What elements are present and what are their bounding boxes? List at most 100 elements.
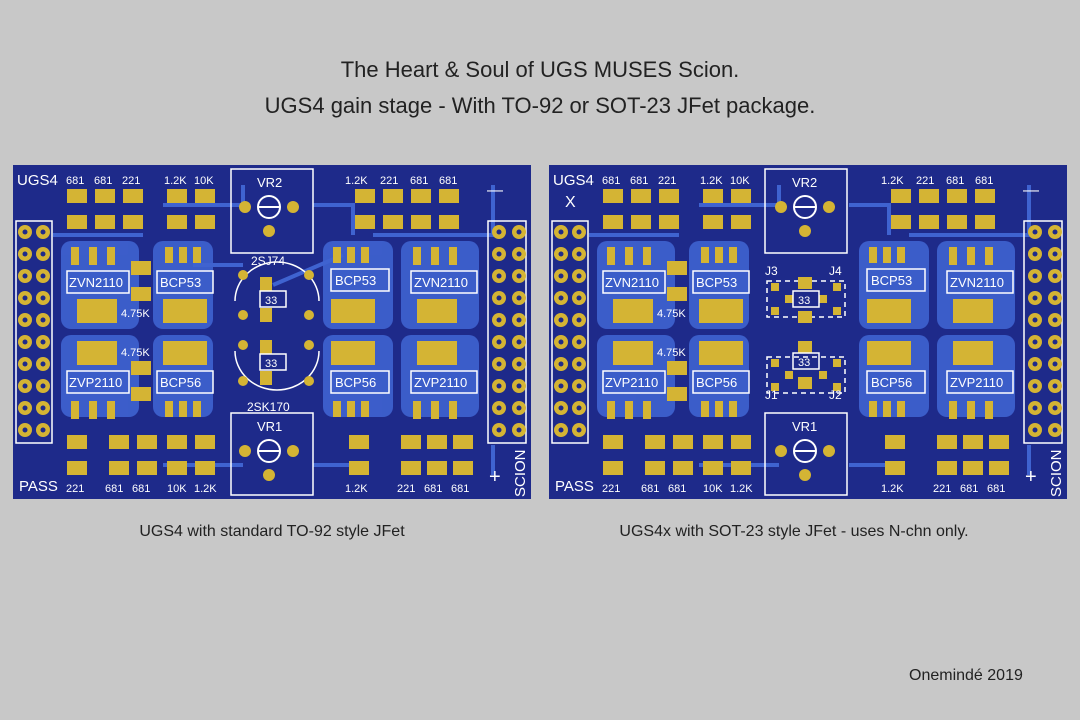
- resistor-label: 221: [66, 483, 84, 495]
- jfet-value: 33: [798, 357, 810, 369]
- resistor-label: 1.2K: [881, 175, 904, 187]
- header-pin-hole: [40, 317, 46, 323]
- header-pin-hole: [496, 405, 502, 411]
- resistor-label: 681: [66, 175, 84, 187]
- header-pin-hole: [516, 361, 522, 367]
- header-pin-hole: [496, 295, 502, 301]
- header-pin-hole: [22, 295, 28, 301]
- resistor-label: 10K: [730, 175, 750, 187]
- right-pin-header[interactable]: [487, 220, 527, 444]
- header-pin-hole: [40, 273, 46, 279]
- header-pin-hole: [558, 229, 564, 235]
- header-pin-hole: [496, 383, 502, 389]
- resistor-label: 1.2K: [164, 175, 187, 187]
- header-pin-hole: [558, 339, 564, 345]
- resistor-label: 681: [987, 483, 1005, 495]
- header-pin-hole: [576, 229, 582, 235]
- resistor-label: 681: [602, 175, 620, 187]
- pcb-board-ugs4x: UGS4 X PASS — + SCION VR2 VR1 681 681 22…: [549, 165, 1067, 499]
- resistor-label: 221: [933, 483, 951, 495]
- header-pin-hole: [576, 427, 582, 433]
- header-pin-hole: [1032, 427, 1038, 433]
- header-pin-hole: [576, 251, 582, 257]
- resistor-label: 681: [668, 483, 686, 495]
- trimmer-vr1[interactable]: [764, 412, 848, 496]
- header-pin-hole: [558, 427, 564, 433]
- header-pin-hole: [22, 317, 28, 323]
- zvn-label: ZVN2110: [414, 275, 468, 290]
- trimmer-vr2[interactable]: [764, 168, 848, 254]
- resistor-label: 1.2K: [345, 175, 368, 187]
- header-pin-hole: [558, 383, 564, 389]
- header-pin-hole: [576, 383, 582, 389]
- zvn-label: ZVN2110: [69, 275, 123, 290]
- pass-label: PASS: [555, 478, 594, 495]
- vr1-label: VR1: [792, 419, 817, 434]
- trimmer-vr2[interactable]: [230, 168, 314, 254]
- header-pin-hole: [40, 339, 46, 345]
- jfet-j1-label: J1: [765, 388, 778, 402]
- header-pin-hole: [1052, 295, 1058, 301]
- resistor-label: 4.75K: [121, 308, 150, 320]
- header-pin-hole: [1032, 273, 1038, 279]
- resistor-label: 681: [946, 175, 964, 187]
- header-pin-hole: [22, 361, 28, 367]
- resistor-label: 10K: [167, 483, 187, 495]
- resistor-label: 681: [451, 483, 469, 495]
- header-pin-hole: [558, 295, 564, 301]
- resistor-label: 681: [960, 483, 978, 495]
- header-pin-hole: [22, 339, 28, 345]
- bcp53-label: BCP53: [696, 275, 737, 290]
- trimmer-vr1[interactable]: [230, 412, 314, 496]
- header-pin-hole: [1052, 405, 1058, 411]
- header-pin-hole: [22, 251, 28, 257]
- header-pin-hole: [1032, 317, 1038, 323]
- header-pin-hole: [22, 229, 28, 235]
- header-pin-hole: [1032, 295, 1038, 301]
- resistor-label: 221: [380, 175, 398, 187]
- bcp56-label: BCP56: [696, 375, 737, 390]
- resistor-label: 1.2K: [881, 483, 904, 495]
- pass-label: PASS: [19, 478, 58, 495]
- jfet-label-top: 2SJ74: [251, 254, 285, 268]
- left-pin-header[interactable]: [551, 220, 589, 444]
- header-pin-hole: [496, 229, 502, 235]
- header-pin-hole: [576, 339, 582, 345]
- jfet-j3-label: J3: [765, 264, 778, 278]
- header-pin-hole: [558, 317, 564, 323]
- header-pin-hole: [1032, 405, 1038, 411]
- resistor-label: 4.75K: [657, 347, 686, 359]
- header-pin-hole: [516, 339, 522, 345]
- header-pin-hole: [1052, 229, 1058, 235]
- board-name-suffix: X: [565, 194, 576, 211]
- resistor-label: 1.2K: [194, 483, 217, 495]
- bcp53-label: BCP53: [871, 273, 912, 288]
- header-pin-hole: [516, 229, 522, 235]
- title-line-1: The Heart & Soul of UGS MUSES Scion.: [340, 57, 740, 82]
- header-pin-hole: [496, 339, 502, 345]
- header-pin-hole: [40, 361, 46, 367]
- jfet-label-bottom: 2SK170: [247, 400, 290, 414]
- header-pin-hole: [1032, 383, 1038, 389]
- jfet-to92-top: [234, 261, 320, 322]
- board-name: UGS4: [553, 172, 594, 189]
- scion-label: SCION: [512, 449, 529, 497]
- left-pin-header[interactable]: [15, 220, 53, 444]
- header-pin-hole: [22, 273, 28, 279]
- header-pin-hole: [516, 405, 522, 411]
- bcp53-label: BCP53: [335, 273, 376, 288]
- resistor-label: 681: [105, 483, 123, 495]
- header-pin-hole: [40, 295, 46, 301]
- right-pin-header[interactable]: [1023, 220, 1063, 444]
- header-pin-hole: [516, 427, 522, 433]
- header-pin-hole: [1052, 427, 1058, 433]
- header-pin-hole: [576, 405, 582, 411]
- header-pin-hole: [496, 361, 502, 367]
- header-pin-hole: [496, 273, 502, 279]
- resistor-label: 221: [397, 483, 415, 495]
- resistor-label: 681: [975, 175, 993, 187]
- header-pin-hole: [516, 295, 522, 301]
- title-line-2: UGS4 gain stage - With TO-92 or SOT-23 J…: [264, 93, 816, 118]
- jfet-value: 33: [265, 295, 277, 307]
- jfet-value: 33: [798, 295, 810, 307]
